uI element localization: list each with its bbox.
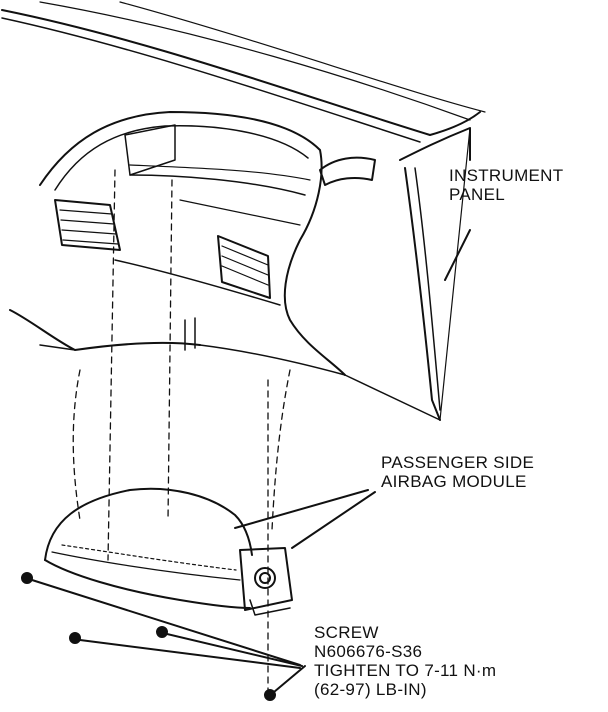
screw-label: SCREW N606676-S36 TIGHTEN TO 7-11 N·m (6… [314,623,496,699]
airbag-module-label: PASSENGER SIDE AIRBAG MODULE [381,453,534,491]
instrument-panel-label: INSTRUMENT PANEL [449,166,563,204]
airbag-module-label-line2: AIRBAG MODULE [381,472,527,491]
airbag-module-label-line1: PASSENGER SIDE [381,453,535,472]
screws-drawing [21,572,306,701]
airbag-module-drawing [44,487,293,616]
leader-lines [234,229,471,549]
instrument-panel-drawing [1,1,486,421]
screw-label-line2: N606676-S36 [314,642,423,661]
screw-label-line3: TIGHTEN TO 7-11 N·m [314,661,497,680]
screw-label-line4: (62-97) LB-IN) [314,680,427,699]
screw-label-line1: SCREW [314,623,379,642]
instrument-panel-label-line1: INSTRUMENT [449,166,564,185]
instrument-panel-label-line2: PANEL [449,185,505,204]
